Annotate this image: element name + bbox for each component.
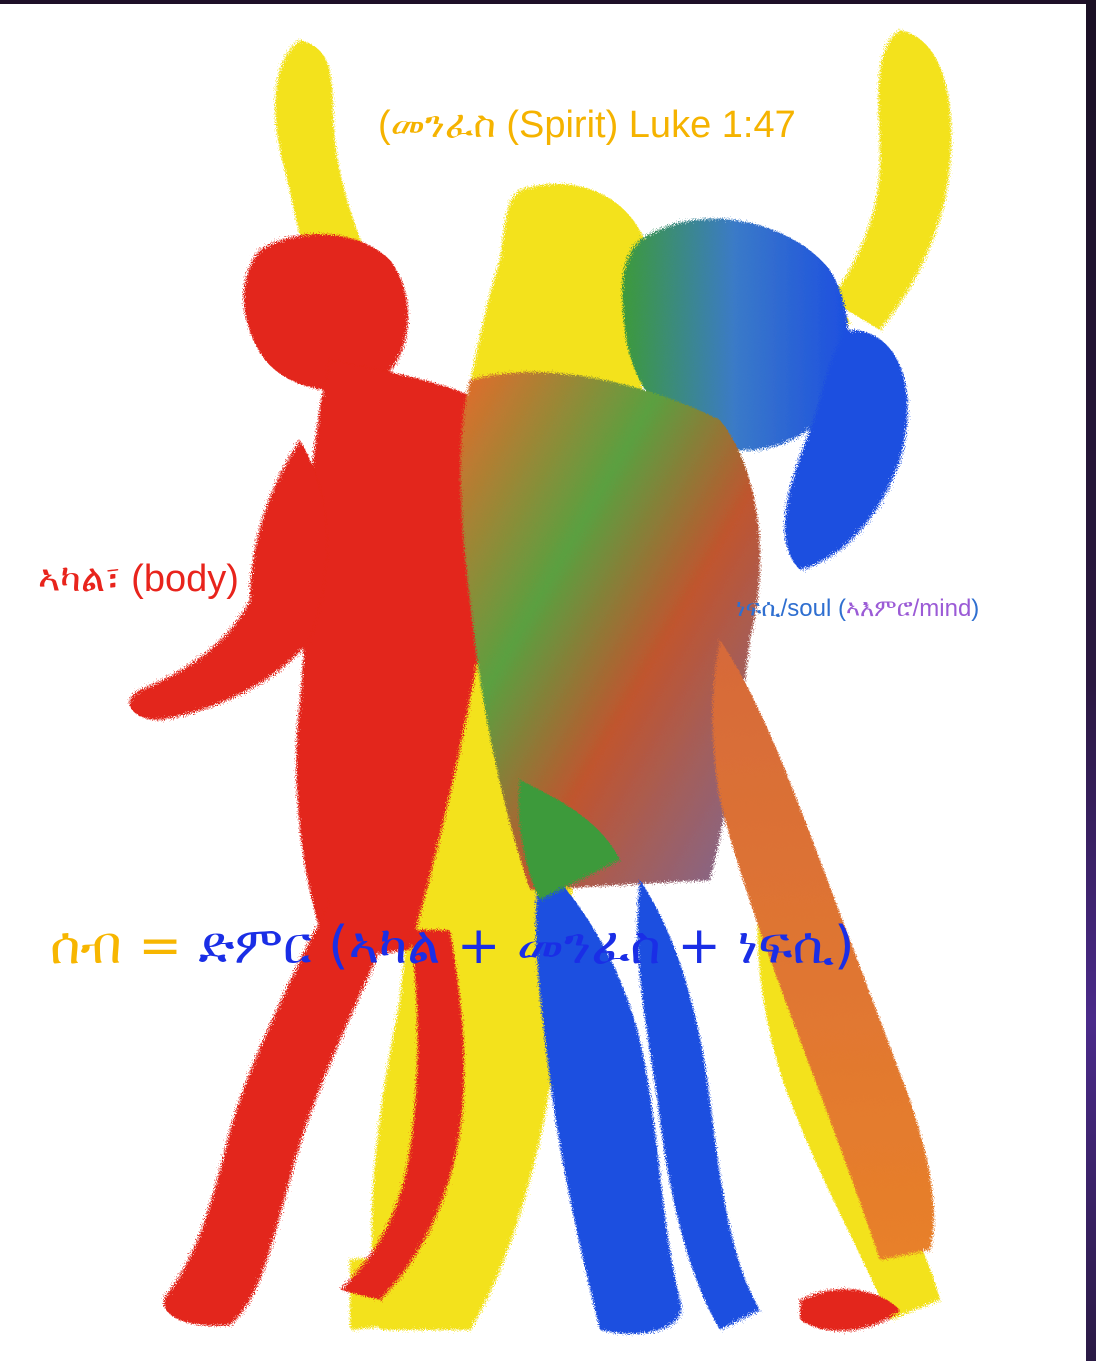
orange-overlay [713, 640, 934, 1331]
soul-label-text: ነፍሲ/soul ( [736, 595, 846, 622]
right-edge-band [1086, 0, 1096, 1361]
red-body-figure [130, 234, 491, 1326]
soul-mind-label: ነፍሲ/soul (ኣእምሮ/mind) [736, 597, 979, 621]
body-label-text: ኣካል፣ (body) [38, 558, 239, 600]
equation-caption: ሰብ = ድምር (ኣካል + መንፈስ + ነፍሲ) [50, 920, 854, 972]
equation-lhs: ሰብ = [50, 916, 182, 976]
spirit-label-text: (መንፈስ (Spirit) Luke 1:47 [378, 104, 796, 146]
spirit-label: (መንፈስ (Spirit) Luke 1:47 [378, 106, 796, 144]
body-label: ኣካል፣ (body) [38, 560, 239, 598]
mind-label-text: ኣእምሮ/mind [846, 595, 971, 622]
equation-rhs: ድምር (ኣካል + መንፈስ + ነፍሲ) [182, 916, 854, 976]
soul-label-close: ) [971, 595, 979, 622]
